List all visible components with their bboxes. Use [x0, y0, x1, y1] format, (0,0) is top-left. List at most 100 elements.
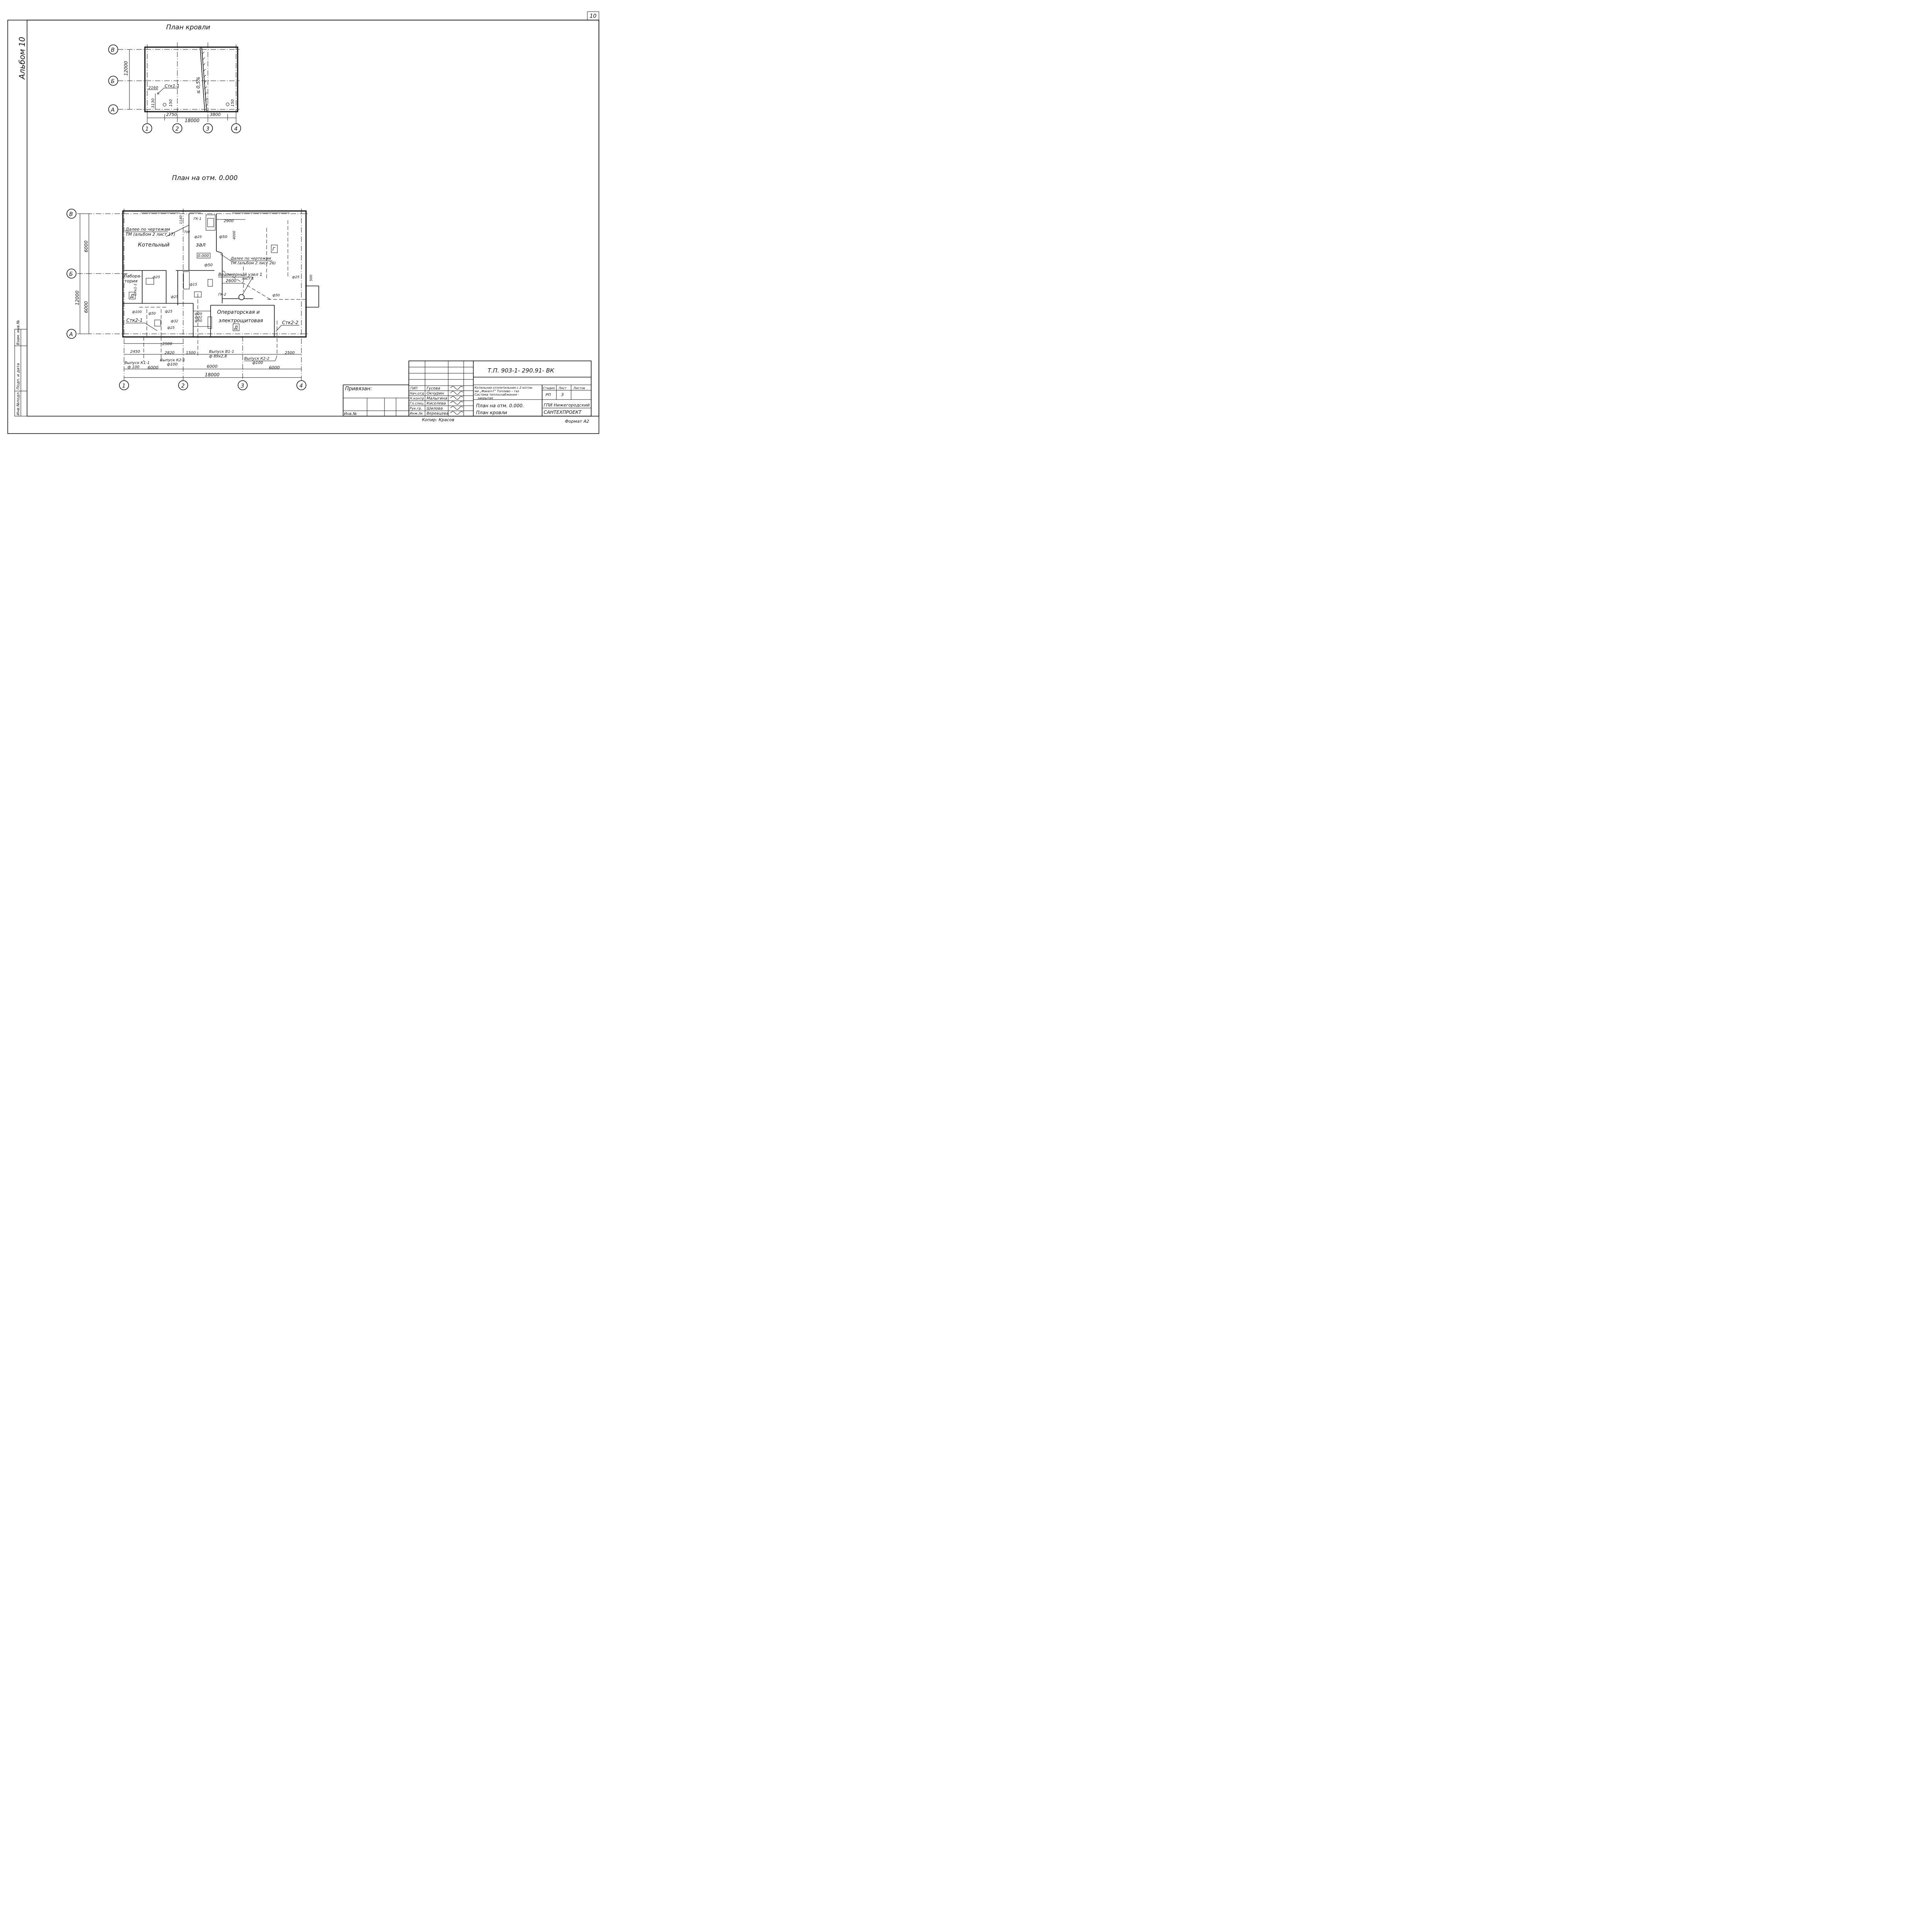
svg-text:3: 3 [206, 126, 209, 132]
floor-axis-bubble-2 [178, 380, 188, 390]
outlet-k21-1: Выпуск К2-1 [160, 358, 185, 362]
role: Рук.гр. [410, 407, 422, 411]
roof-plan: План кровли ≤ 0,5% Стк1-1 2160 3130 [108, 24, 241, 133]
floor-axis-bubble-a [66, 329, 77, 339]
roof-axis-bubble-2 [172, 123, 182, 133]
dim-1500: 1500 [186, 351, 196, 355]
dim-500: 500 [310, 275, 313, 281]
format-label: Формат А2 [565, 419, 589, 424]
svg-text:А: А [111, 107, 115, 113]
pipe-size: ф25 [292, 276, 299, 279]
roof-dim-3800: 3800 [210, 112, 221, 117]
pipe-size: ф50 [148, 312, 156, 316]
room-mark-d1: Д [130, 293, 134, 299]
note-stk21: Стк2-1 [126, 318, 143, 323]
person-name: Шилова [427, 406, 443, 411]
sheet-title-2: План кровли [476, 410, 507, 415]
pipe-size: ф25 [153, 276, 160, 279]
pipe-size: ф32 [195, 316, 202, 320]
room-mark-d2: Д [234, 325, 238, 330]
dim-height-top: 6000 [83, 240, 89, 252]
pipe-size: ф50 [195, 319, 202, 323]
org-line-2: САНТЕХПРОЕКТ [544, 410, 582, 415]
inner-frame [27, 20, 599, 417]
roof-axis-bubble-b [108, 76, 118, 86]
pipe-size: ф50 [204, 263, 213, 267]
note-water-node-2: лист 4 [242, 277, 254, 281]
pipe-size: ф25 [167, 326, 175, 330]
svg-text:1: 1 [145, 126, 149, 132]
equipment-box-1 [206, 214, 216, 231]
dim-700: 700 [184, 230, 190, 234]
role: Нач.отд [410, 392, 424, 396]
side-stamp: Инв.№подл. Подп. и дата Взам. инв.№ [14, 320, 27, 417]
water-meter [238, 294, 245, 300]
floor-plan-title: План на отм. 0.000 [172, 174, 238, 182]
sheet-header: Лист [558, 386, 567, 390]
roof-dim-150a: 150 [169, 99, 173, 107]
room-lab-1: Лабора- [123, 274, 141, 279]
role: Н.контр [410, 397, 424, 401]
pipe-size: ф25 [194, 235, 202, 239]
dim-4000: 4000 [233, 231, 236, 240]
floor-axis-bubble-b [66, 269, 77, 279]
dim-2500a: 2500 [162, 342, 172, 346]
bound-label: Привязан: [345, 386, 372, 392]
role: ГИП [410, 387, 418, 391]
outlet-k1-1: Выпуск К1-1 [124, 361, 150, 365]
svg-text:Б: Б [111, 78, 115, 85]
pipe-size: ф50 [272, 294, 280, 298]
person-name: Киселева [427, 401, 446, 406]
person-name: Веревцева [427, 412, 448, 416]
dim-height-total: 12000 [75, 290, 80, 305]
album-label: Альбом 10 [17, 37, 27, 80]
dim-2450: 2450 [130, 350, 140, 354]
room-operator-1: Операторская и [217, 310, 260, 315]
outlet-k21-2: ф100 [167, 362, 178, 367]
floor-axis-bubble-3 [238, 380, 248, 390]
dim-total-width: 18000 [205, 372, 220, 378]
role: Инж.IIк [410, 412, 423, 416]
svg-text:2: 2 [175, 126, 179, 132]
dim-2500b: 2500 [285, 351, 294, 355]
note-further-1b: ТМ (альбом 2 лист 17) [126, 232, 175, 237]
svg-text:4: 4 [234, 126, 238, 132]
roof-dim-150b: 150 [231, 99, 235, 107]
svg-text:В: В [69, 211, 73, 218]
person-name: Гусева [427, 386, 440, 391]
outlet-k22-2: ф100 [252, 361, 263, 365]
note-stk11: Стк1-1 [134, 283, 138, 296]
roof-slope: ≤ 0,5% [196, 77, 201, 94]
note-water-node-1: Водомерный узел 1 [218, 272, 262, 277]
outlet-k1-2: ф 100 [128, 365, 139, 369]
roof-axis-bubble-3 [203, 123, 213, 133]
person-name: Малыгина [427, 396, 447, 401]
note-further-2a: Далее по чертежам [230, 257, 271, 261]
roof-outline [144, 46, 238, 112]
roof-drain-2 [226, 102, 230, 106]
doc-code: Т.П. 903-1- 290.91- ВК [488, 367, 554, 374]
outlet-k22-1: Выпуск К2-2 [244, 357, 269, 361]
drawing-sheet: 10 Альбом 10 Инв.№подл. Подп. и дата Вза… [7, 11, 599, 434]
room-operator-2: электрощитовая [219, 318, 263, 324]
roof-axis-bubble-a [108, 104, 118, 114]
sheet-title-1: План на отм. 0.000. [476, 403, 524, 408]
floor-outline [122, 210, 307, 338]
svg-text:4: 4 [299, 383, 303, 389]
svg-text:2: 2 [181, 383, 185, 389]
person-name: Окчурин [427, 391, 444, 396]
svg-text:В: В [111, 47, 115, 53]
project-line-2: ми „Факел-Г" Топливо – газ [474, 389, 519, 393]
pipe-size: ф25 [171, 295, 178, 299]
copied-by: Копир: Красов [422, 417, 454, 422]
floor-axis-bubble-v [66, 209, 77, 219]
note-gk1: ГК-1 [194, 217, 201, 221]
roof-break-line [200, 47, 205, 112]
pipe-size: ф25 [165, 310, 172, 314]
pipe-size: ф32 [171, 320, 178, 323]
pipe-size: ф50 [219, 235, 227, 239]
note-gk2: ГК-2 [218, 293, 226, 297]
roof-dim-3130: 3130 [151, 99, 155, 108]
pipe-size: ф15 [190, 283, 197, 287]
note-stk22: Стк2-2 [282, 320, 298, 325]
